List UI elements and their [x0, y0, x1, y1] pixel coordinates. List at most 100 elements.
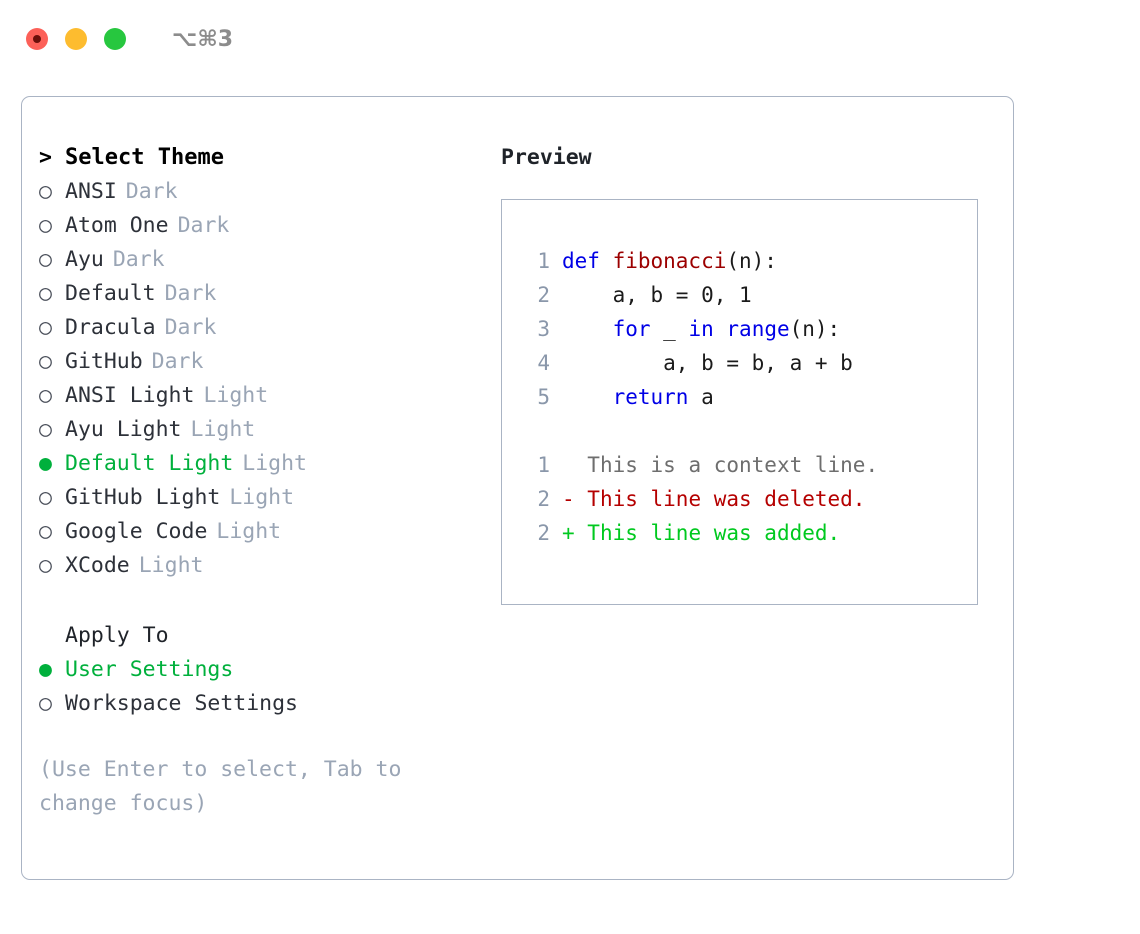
code-line-content: a, b = 0, 1 [562, 278, 752, 312]
theme-option-ansi[interactable]: ○ ANSI Dark [39, 175, 489, 209]
theme-option-label: Ayu [65, 247, 104, 272]
diff-sample: 1 This is a context line. 2- This line wa… [520, 448, 977, 550]
code-line: 4 a, b = b, a + b [520, 346, 977, 380]
code-token-plain [562, 385, 613, 409]
radio-unselected-icon: ○ [39, 383, 52, 408]
apply-to-header-label: Apply To [65, 623, 169, 648]
theme-option-label: Google Code [65, 519, 208, 544]
title-bar: ⌥⌘3 [0, 0, 1140, 78]
diff-text: This line was added. [574, 521, 841, 545]
code-line-content: a, b = b, a + b [562, 346, 853, 380]
close-button[interactable] [26, 28, 48, 50]
radio-unselected-icon: ○ [39, 485, 52, 510]
line-number: 5 [537, 385, 550, 409]
theme-variant-tag: Light [229, 485, 295, 510]
apply-to-option-label: Workspace Settings [65, 691, 298, 716]
line-number: 2 [537, 283, 550, 307]
line-number: 2 [537, 521, 550, 545]
code-token-plain: a, b = b, a + b [562, 351, 853, 375]
theme-variant-tag: Dark [164, 281, 217, 306]
theme-option-label: GitHub [65, 349, 143, 374]
theme-variant-tag: Light [190, 417, 256, 442]
code-line-content: for _ in range(n): [562, 312, 841, 346]
diff-marker: - [562, 487, 575, 511]
code-line: 2 a, b = 0, 1 [520, 278, 977, 312]
apply-to-option-label: User Settings [65, 657, 234, 682]
line-number: 1 [537, 453, 550, 477]
code-token-kw: def [562, 249, 613, 273]
code-line-content: return a [562, 380, 714, 414]
theme-option-atom-one[interactable]: ○ Atom One Dark [39, 209, 489, 243]
theme-variant-tag: Dark [125, 179, 178, 204]
theme-variant-tag: Dark [112, 247, 165, 272]
theme-variant-tag: Dark [177, 213, 230, 238]
theme-option-label: ANSI Light [65, 383, 195, 408]
line-number: 2 [537, 487, 550, 511]
apply-to-options-list: ● User Settings ○ Workspace Settings [39, 653, 489, 721]
theme-list-header: > Select Theme [39, 141, 489, 175]
section-spacer [39, 583, 489, 619]
apply-to-option-user-settings[interactable]: ● User Settings [39, 653, 489, 687]
code-token-plain [562, 317, 613, 341]
preview-title: Preview [501, 145, 592, 170]
code-line-content: def fibonacci(n): [562, 244, 777, 278]
radio-unselected-icon: ○ [39, 247, 52, 272]
radio-unselected-icon: ○ [39, 417, 52, 442]
line-number: 1 [537, 249, 550, 273]
diff-line-content: This is a context line. [562, 448, 878, 482]
code-token-kw: in [688, 317, 714, 341]
apply-to-option-workspace-settings[interactable]: ○ Workspace Settings [39, 687, 489, 721]
theme-option-label: XCode [65, 553, 130, 578]
theme-option-label: GitHub Light [65, 485, 221, 510]
theme-option-github-light[interactable]: ○ GitHub Light Light [39, 481, 489, 515]
theme-option-label: Default Light [65, 451, 234, 476]
radio-unselected-icon: ○ [39, 179, 52, 204]
code-token-plain: (n): [789, 317, 841, 341]
theme-option-label: Dracula [65, 315, 156, 340]
recording-dot-icon [33, 35, 41, 43]
radio-unselected-icon: ○ [39, 691, 52, 716]
code-token-plain: _ [650, 317, 689, 341]
maximize-button[interactable] [104, 28, 126, 50]
theme-option-label: Atom One [65, 213, 169, 238]
minimize-button[interactable] [65, 28, 87, 50]
radio-selected-icon: ● [39, 451, 52, 476]
diff-marker: + [562, 521, 575, 545]
radio-unselected-icon: ○ [39, 553, 52, 578]
traffic-lights [26, 28, 126, 50]
diff-line-add: 2 + This line was added. [520, 516, 977, 550]
theme-list-header-label: Select Theme [65, 145, 224, 170]
keyboard-hint-text: (Use Enter to select, Tab to change focu… [39, 757, 415, 816]
theme-option-label: Ayu Light [65, 417, 182, 442]
radio-unselected-icon: ○ [39, 213, 52, 238]
theme-option-ayu[interactable]: ○ Ayu Dark [39, 243, 489, 277]
code-diff-spacer [520, 414, 977, 448]
theme-option-ansi-light[interactable]: ○ ANSI Light Light [39, 379, 489, 413]
theme-variant-tag: Light [203, 383, 269, 408]
theme-option-label: Default [65, 281, 156, 306]
diff-line-context: 1 This is a context line. [520, 448, 977, 482]
code-line: 1 def fibonacci(n): [520, 244, 977, 278]
radio-selected-icon: ● [39, 657, 52, 682]
theme-option-ayu-light[interactable]: ○ Ayu Light Light [39, 413, 489, 447]
line-number: 3 [537, 317, 550, 341]
code-token-plain [714, 317, 727, 341]
theme-option-label: ANSI [65, 179, 117, 204]
code-token-kw: for [612, 317, 651, 341]
diff-marker [562, 453, 575, 477]
caret-icon: > [39, 145, 52, 170]
theme-variant-tag: Dark [151, 349, 204, 374]
code-token-plain: a [688, 385, 714, 409]
